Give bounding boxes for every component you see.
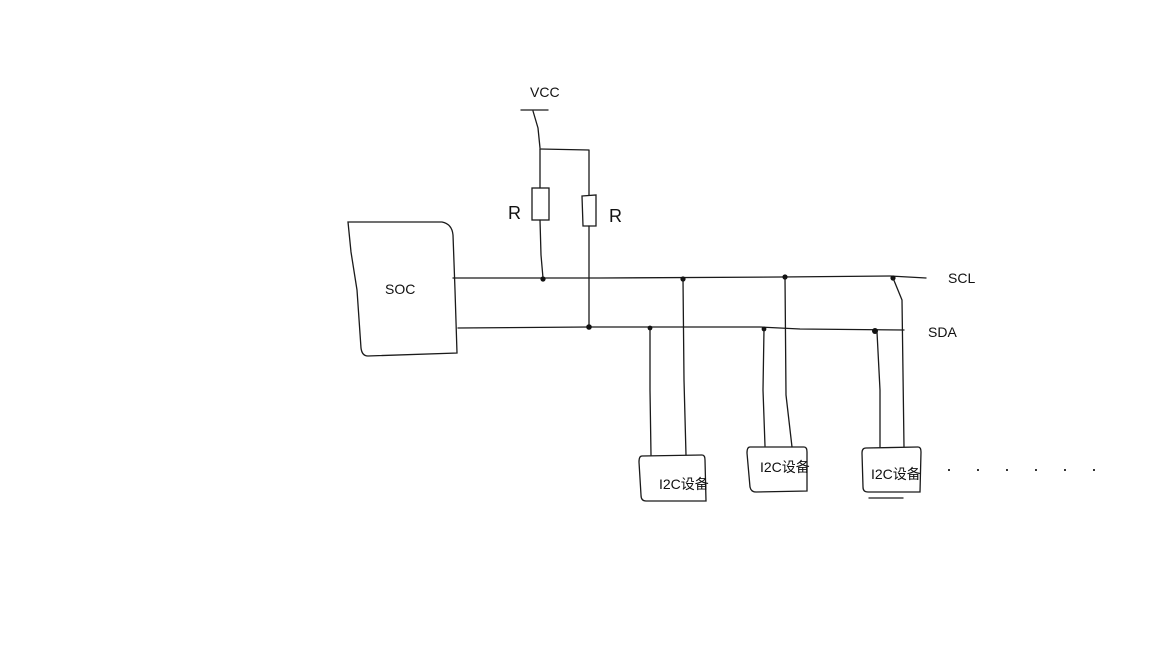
device-3-scl-wire [892, 277, 905, 448]
device-2-label: I2C设备 [760, 459, 810, 475]
soc-label: SOC [385, 281, 415, 297]
sda-label: SDA [928, 324, 957, 340]
device-1-label: I2C设备 [659, 476, 709, 492]
vcc-feed-wire [532, 110, 541, 149]
junction-dot [540, 276, 546, 282]
resistor-scl-lead [539, 219, 544, 279]
sda-line [457, 326, 905, 331]
device-3-label: I2C设备 [871, 466, 921, 482]
pull-up-network: R R [508, 148, 622, 328]
continuation-ellipsis: · · · · · · [946, 459, 1106, 479]
soc-outline [347, 221, 458, 357]
resistor-scl [531, 187, 550, 221]
resistor-sda-label: R [609, 206, 622, 226]
i2c-device-3: I2C设备 [861, 277, 922, 499]
resistor-sda [581, 194, 597, 227]
device-2-box [746, 446, 808, 493]
scl-label: SCL [948, 270, 975, 286]
device-2-scl-wire [784, 276, 793, 448]
device-1-box [638, 454, 707, 502]
junction-dots [540, 274, 896, 334]
device-1-scl-wire [682, 278, 687, 456]
soc-block: SOC [347, 221, 458, 357]
device-3-sda-wire [876, 331, 881, 448]
i2c-device-2: I2C设备 [746, 276, 810, 493]
vcc-label: VCC [530, 84, 560, 100]
bus-lines: SCL SDA [452, 270, 975, 340]
pullup-top-wire [539, 148, 590, 196]
resistor-scl-label: R [508, 203, 521, 223]
i2c-device-1: I2C设备 [638, 278, 709, 502]
device-3-box [861, 446, 922, 493]
scl-line [452, 275, 927, 279]
device-1-sda-wire [649, 327, 652, 456]
device-2-sda-wire [762, 328, 766, 447]
junction-dot [586, 324, 592, 330]
vcc-supply: VCC [520, 84, 560, 149]
